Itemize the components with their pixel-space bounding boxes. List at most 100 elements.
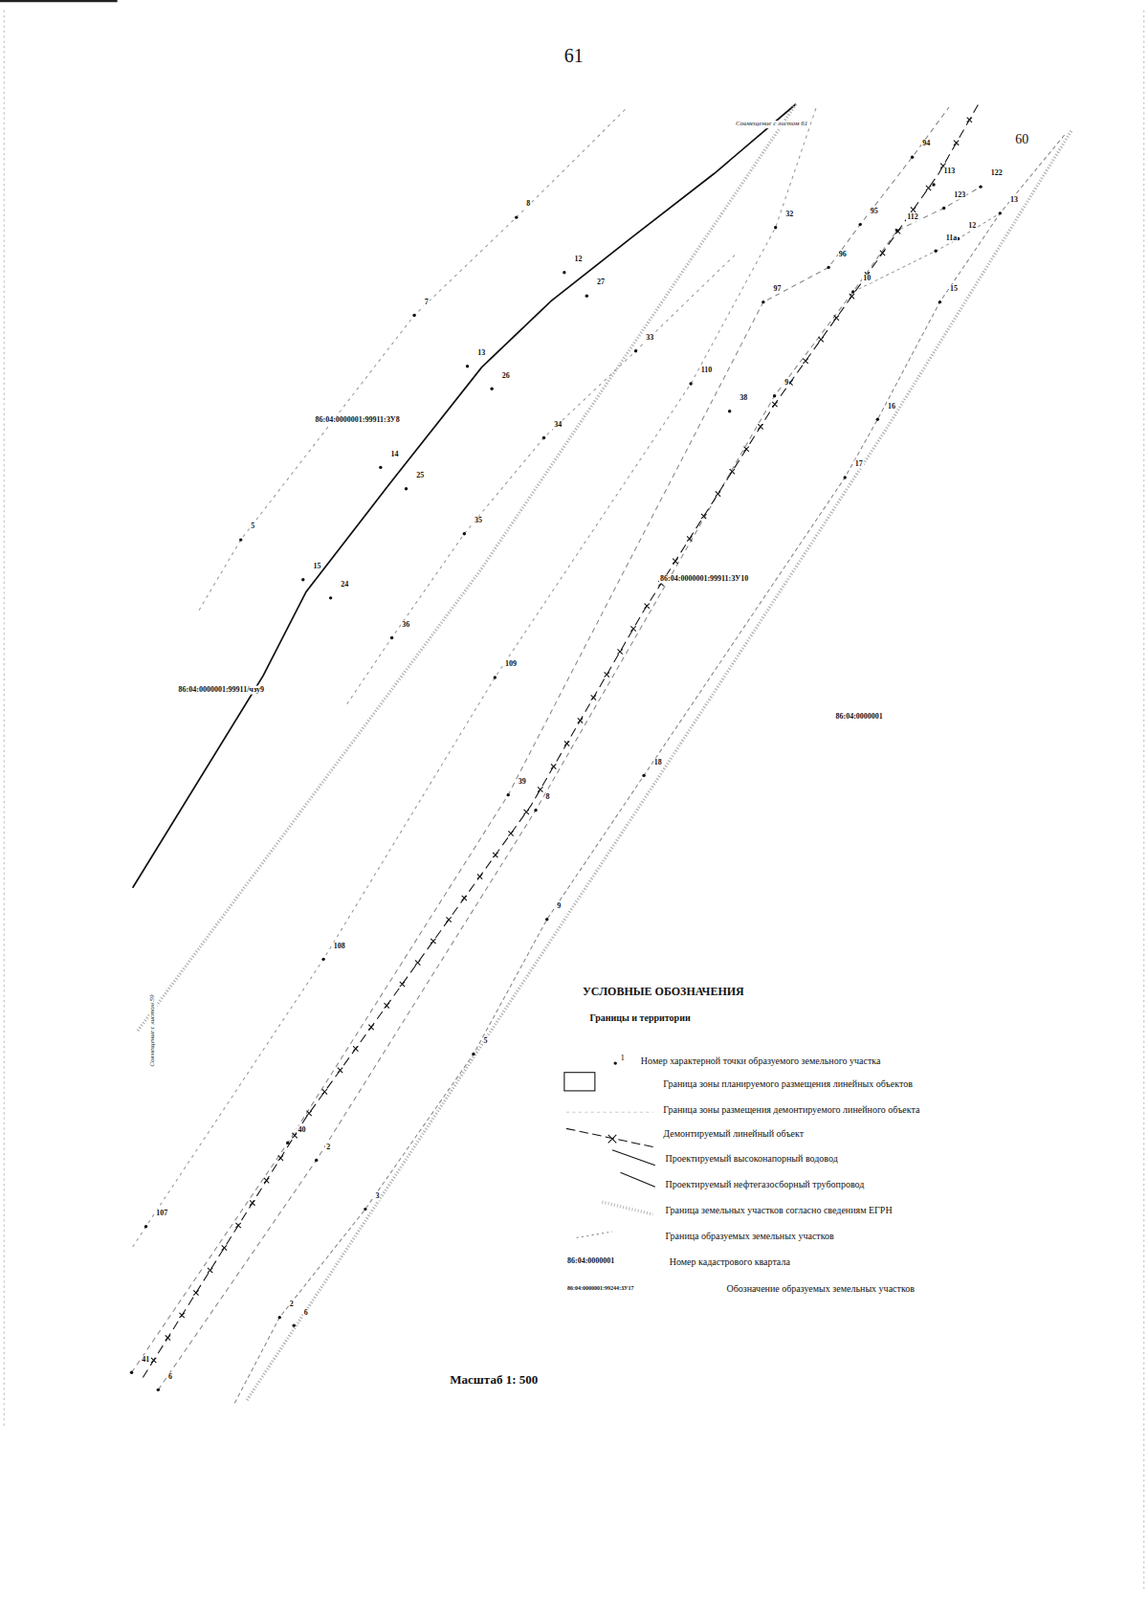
planned-zone-boundary [132, 104, 796, 888]
point-number: 3 [374, 1192, 380, 1201]
demolished-mark [165, 1334, 171, 1340]
demolished-mark [551, 763, 556, 769]
quarter-label: 86:04:0000001 [835, 711, 884, 721]
boundary-point [144, 1224, 148, 1228]
boundary-point [489, 387, 493, 391]
boundary-point [506, 793, 509, 796]
boundary-point [772, 394, 776, 398]
legend-samples [564, 1060, 656, 1237]
oil-pipe-sample [620, 1171, 656, 1187]
boundary-point [545, 917, 549, 921]
demolished-mark [537, 786, 543, 792]
boundary-point [412, 313, 416, 317]
point-number: 7 [423, 297, 430, 307]
boundary-point [404, 486, 408, 490]
egrn-boundary [246, 130, 1072, 1400]
demolished-mark [151, 1357, 156, 1363]
zone-sample [566, 1111, 654, 1113]
demolished-mark [895, 228, 901, 234]
boundary-point [533, 808, 537, 812]
boundary-point [933, 249, 937, 253]
demolished-mark [802, 358, 808, 364]
boundary-point [278, 1315, 282, 1319]
legend-text: Демонтируемый линейный объект [662, 1127, 804, 1139]
demolished-mark [278, 1154, 284, 1160]
parcel-boundary [157, 186, 981, 1390]
demolished-sample [608, 1134, 618, 1144]
demolished-mark [849, 293, 855, 299]
demolished-mark [591, 694, 597, 700]
demolished-mark [492, 852, 498, 858]
demolished-mark [926, 185, 931, 191]
boundary-point [773, 225, 777, 229]
boundary-point [301, 577, 305, 581]
boundary-point [688, 381, 692, 385]
demolished-mark [672, 558, 678, 564]
demolished-mark [249, 1199, 255, 1205]
boundary-point [363, 1207, 367, 1211]
point-number: 112 [905, 213, 920, 222]
point-number: 5 [483, 1037, 489, 1046]
demolished-mark [524, 809, 530, 815]
point-number: 16 [886, 401, 897, 411]
scan-mark [0, 0, 118, 2]
legend-text: Граница земельных участков согласно свед… [664, 1204, 892, 1215]
egrn-boundary [137, 104, 796, 1031]
demolished-mark [337, 1067, 343, 1073]
parcel-sample [576, 1231, 613, 1237]
demolished-mark [577, 717, 583, 723]
point-number: 2 [325, 1143, 332, 1152]
point-number: 15 [949, 284, 959, 293]
boundary-point [562, 270, 566, 274]
boundary-point [239, 537, 243, 541]
demolished-mark [880, 250, 885, 256]
demolished-mark [235, 1222, 241, 1228]
boundary-point [895, 228, 899, 232]
point-number: 108 [332, 941, 347, 950]
point-number: 38 [738, 394, 749, 403]
legend-subheading: Границы и территории [588, 1012, 691, 1023]
boundary-point [942, 206, 946, 210]
demolished-mark [686, 535, 692, 541]
boundary-point [842, 475, 846, 479]
boundary-point [634, 349, 638, 353]
demolished-mark [445, 916, 451, 922]
boundary-point [493, 675, 497, 679]
boundary-point [910, 155, 914, 159]
demolished-mark [384, 1002, 390, 1008]
demolished-mark [264, 1177, 269, 1183]
demolished-mark [507, 830, 513, 836]
boundary-point [156, 1388, 160, 1391]
point-number: 40 [296, 1125, 307, 1134]
demolished-mark [178, 1312, 184, 1318]
legend-text: Граница образуемых земельных участков [664, 1229, 834, 1240]
point-number: 122 [990, 169, 1004, 178]
sheet-join-note: Совмещение с листом 59 [149, 993, 157, 1068]
point-number: 5 [249, 522, 256, 531]
demolished-mark [630, 625, 636, 631]
demolished-mark [715, 490, 721, 496]
demolished-mark [644, 603, 650, 609]
egrn-sample [601, 1201, 653, 1215]
point-number: 6 [167, 1372, 174, 1382]
boundary-point [514, 215, 518, 219]
boundary-point [542, 436, 546, 440]
sheet-edge [1143, 10, 1145, 1592]
boundary-point [471, 1052, 475, 1056]
point-number: 35 [473, 516, 484, 526]
boundary-point [858, 222, 861, 226]
point-sample [613, 1060, 617, 1064]
point-number: 39 [517, 777, 528, 787]
page-number: 61 [563, 44, 585, 67]
point-number: 8 [545, 793, 552, 802]
demolished-mark [743, 446, 749, 452]
scale-label: Масштаб 1: 500 [448, 1372, 539, 1387]
sheet-edge [3, 10, 5, 1429]
demolished-mark [701, 513, 707, 519]
demolished-mark [322, 1088, 328, 1094]
parcel-boundary [234, 132, 1066, 1404]
point-number: 36 [400, 619, 411, 629]
legend-text: Граница зоны планируемого размещения лин… [662, 1077, 913, 1088]
demolished-mark [462, 895, 467, 901]
